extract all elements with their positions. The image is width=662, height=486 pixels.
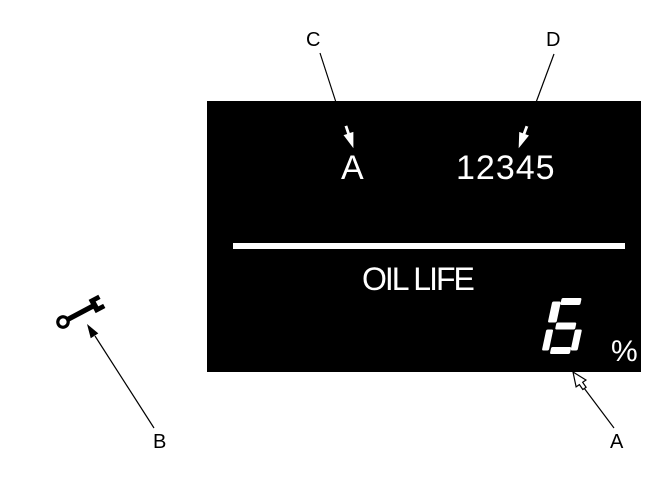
maintenance-code: A: [341, 149, 364, 187]
wrench-icon: [56, 294, 106, 329]
callout-d-leader: [527, 53, 555, 125]
percentage-digit-5: [549, 298, 582, 354]
callout-a-leader: [583, 387, 615, 429]
segment-g: [555, 322, 577, 330]
segment-a: [560, 298, 582, 305]
segment-c: [542, 329, 554, 351]
callout-b-leader: [94, 335, 155, 429]
segment-f: [549, 301, 561, 323]
oil-life-title: OIL LIFE: [362, 261, 474, 297]
display-divider: [233, 243, 625, 249]
oil-life-percentage: [542, 298, 582, 354]
sub-items-code: 12345: [456, 149, 556, 187]
callout-d-arrow: [517, 124, 531, 152]
callout-d-label: D: [546, 29, 560, 51]
callout-c-arrow: [341, 123, 355, 152]
callout-b-arrow: [87, 324, 99, 339]
callout-c-leader: [319, 52, 344, 125]
callout-c-label: C: [306, 29, 320, 51]
percent-sign: %: [611, 335, 638, 368]
callout-a-arrow: [572, 370, 588, 391]
segment-c: [570, 329, 582, 351]
callout-b-label: B: [153, 431, 166, 453]
callout-a-label: A: [610, 431, 624, 453]
segment-d: [550, 347, 571, 354]
